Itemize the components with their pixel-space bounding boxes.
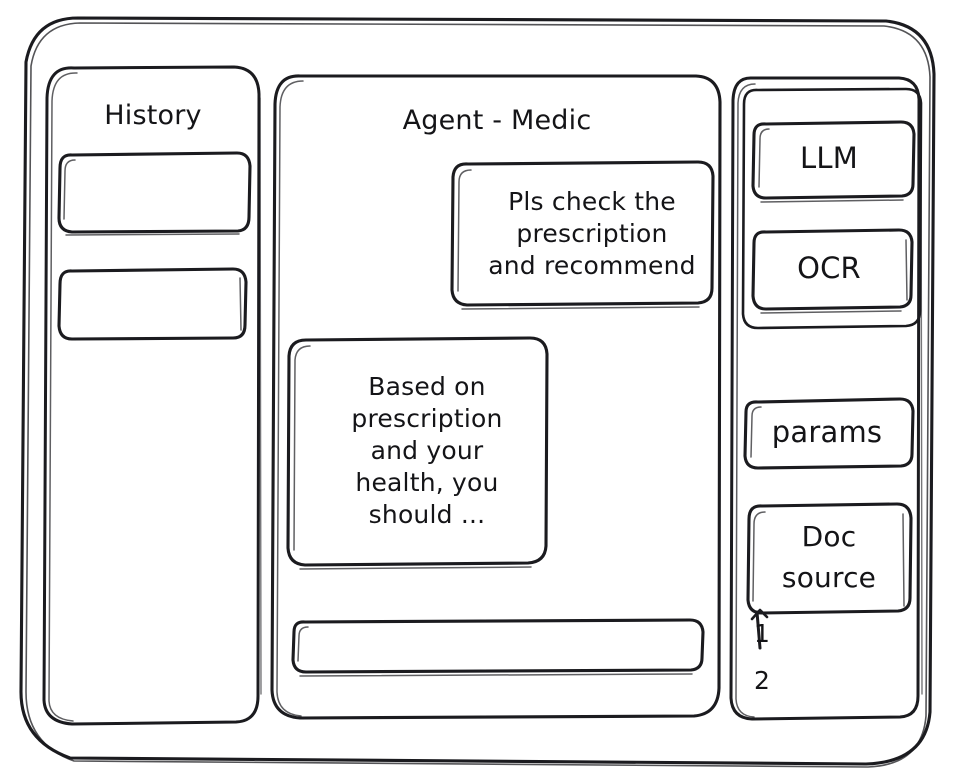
tool-button-ocr[interactable]: OCR xyxy=(797,251,861,286)
history-item[interactable] xyxy=(59,150,249,234)
tool-button-llm[interactable]: LLM xyxy=(800,141,858,176)
doc-source-item[interactable]: 1 xyxy=(754,619,771,648)
user-message-bubble: Pls check the prescription and recommend xyxy=(488,187,696,280)
params-button[interactable]: params xyxy=(771,415,883,450)
agent-message-bubble: Based on prescription and your health, y… xyxy=(351,372,503,529)
doc-source-button[interactable]: Doc source xyxy=(781,520,877,594)
history-panel-title: History xyxy=(104,99,202,131)
agent-title: Agent - Medic xyxy=(402,104,592,136)
doc-source-item[interactable]: 2 xyxy=(754,666,771,695)
history-item[interactable] xyxy=(59,266,249,342)
message-input[interactable] xyxy=(292,618,702,674)
